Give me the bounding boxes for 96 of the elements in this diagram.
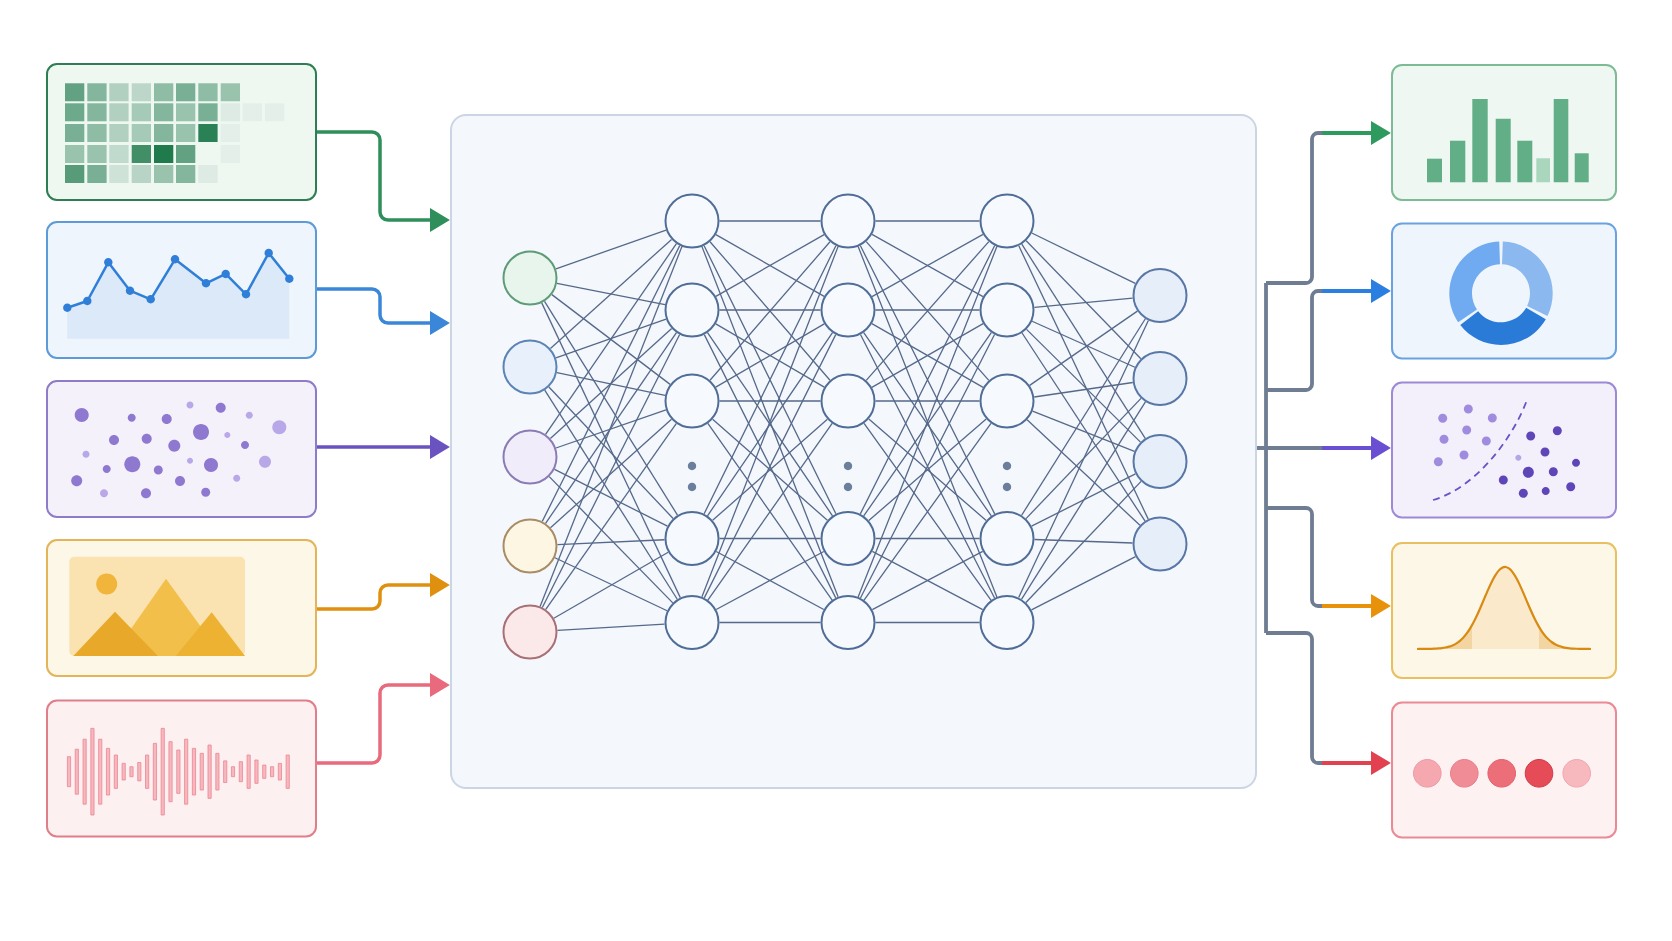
crossing-lines (712, 418, 829, 521)
connection-line (1033, 381, 1134, 398)
crossing-lines (709, 241, 831, 381)
neuron-circle (820, 373, 876, 429)
connection-line (1025, 328, 1142, 443)
neuron-circle (502, 250, 558, 306)
connection-line (1031, 232, 1136, 285)
connection-line (1021, 243, 1146, 439)
connection-line (548, 476, 674, 604)
connection-line (549, 327, 673, 440)
connection-line (551, 293, 671, 385)
crossing-lines (871, 550, 984, 611)
neuron-circle (979, 193, 1035, 249)
neuron-circle (502, 429, 558, 485)
connection-line (1026, 419, 1141, 526)
connection-line (718, 400, 822, 402)
connection-line (1029, 310, 1138, 387)
connection-line (544, 243, 678, 435)
neuron-circle (664, 193, 720, 249)
neuron-circle (820, 511, 876, 566)
connection-line (874, 621, 981, 624)
neuron-circle (664, 373, 720, 429)
neuron-circle (979, 282, 1035, 338)
connection-line (1018, 319, 1149, 599)
neuron-circle (979, 373, 1035, 429)
connection-line (553, 551, 669, 619)
crossing-lines (871, 233, 984, 298)
crossing-lines (859, 244, 996, 515)
neuron-circle (664, 282, 720, 338)
connection-line (1025, 480, 1142, 604)
neuron-circle (979, 595, 1035, 650)
connection-line (556, 372, 666, 396)
connection-line (718, 309, 822, 311)
connection-line (555, 318, 667, 359)
crossing-lines (863, 422, 992, 601)
crossing-lines (857, 245, 998, 598)
connector-line (1255, 281, 1268, 635)
connection-line (1030, 555, 1137, 611)
connection-line (1031, 320, 1136, 368)
neuron-circle (1132, 268, 1188, 323)
connection-line (556, 539, 666, 546)
connection-line (874, 537, 981, 540)
connection-line (718, 220, 822, 222)
neuron-circle (664, 511, 720, 566)
neuron-circle (502, 518, 558, 574)
connection-line (874, 400, 981, 402)
crossing-lines (703, 333, 837, 599)
connection-line (1030, 473, 1137, 527)
neuron-circle (820, 595, 876, 650)
neuron-circle (502, 604, 558, 660)
connection-line (718, 621, 822, 624)
connection-line (543, 300, 679, 516)
neuron-circle (820, 282, 876, 338)
connection-line (555, 409, 667, 449)
crossing-lines (865, 240, 990, 382)
neuron-circle (1132, 434, 1188, 489)
connection-line (545, 422, 677, 611)
connection-line (874, 309, 981, 311)
connection-line (539, 245, 683, 608)
connection-line (544, 332, 678, 524)
crossing-lines (868, 418, 987, 522)
connection-line (874, 220, 981, 222)
connection-line (1025, 397, 1142, 520)
connection-line (553, 468, 669, 527)
neuron-circle (502, 339, 558, 395)
neuron-circle (664, 595, 720, 650)
connection-line (1020, 401, 1147, 600)
connection-line (556, 623, 666, 632)
connection-line (544, 389, 678, 600)
neuron-circle (1132, 516, 1188, 572)
crossing-lines (707, 422, 833, 601)
connection-line (1033, 538, 1134, 544)
crossing-lines (715, 233, 825, 297)
crossing-lines (715, 550, 825, 611)
connection-line (549, 238, 673, 350)
connection-line (556, 282, 666, 306)
crossing-lines (863, 331, 992, 517)
connection-line (541, 244, 681, 523)
connection-line (548, 386, 674, 520)
connection-line (549, 418, 673, 529)
connection-line (1031, 410, 1136, 453)
connection-line (1025, 240, 1142, 360)
connection-line (1033, 297, 1134, 309)
crossing-lines (715, 323, 825, 388)
crossing-lines (871, 323, 984, 388)
crossing-lines (859, 333, 996, 599)
neuron-circle (820, 193, 876, 249)
connection-line (1018, 245, 1149, 520)
connection-line (555, 229, 667, 270)
connection-line (554, 557, 668, 612)
crossing-lines (706, 332, 834, 517)
neuron-circle (979, 511, 1035, 566)
crossing-lines (703, 245, 837, 515)
connection-line (718, 537, 822, 540)
crossing-lines (701, 245, 839, 598)
neuron-circle (1132, 351, 1188, 406)
